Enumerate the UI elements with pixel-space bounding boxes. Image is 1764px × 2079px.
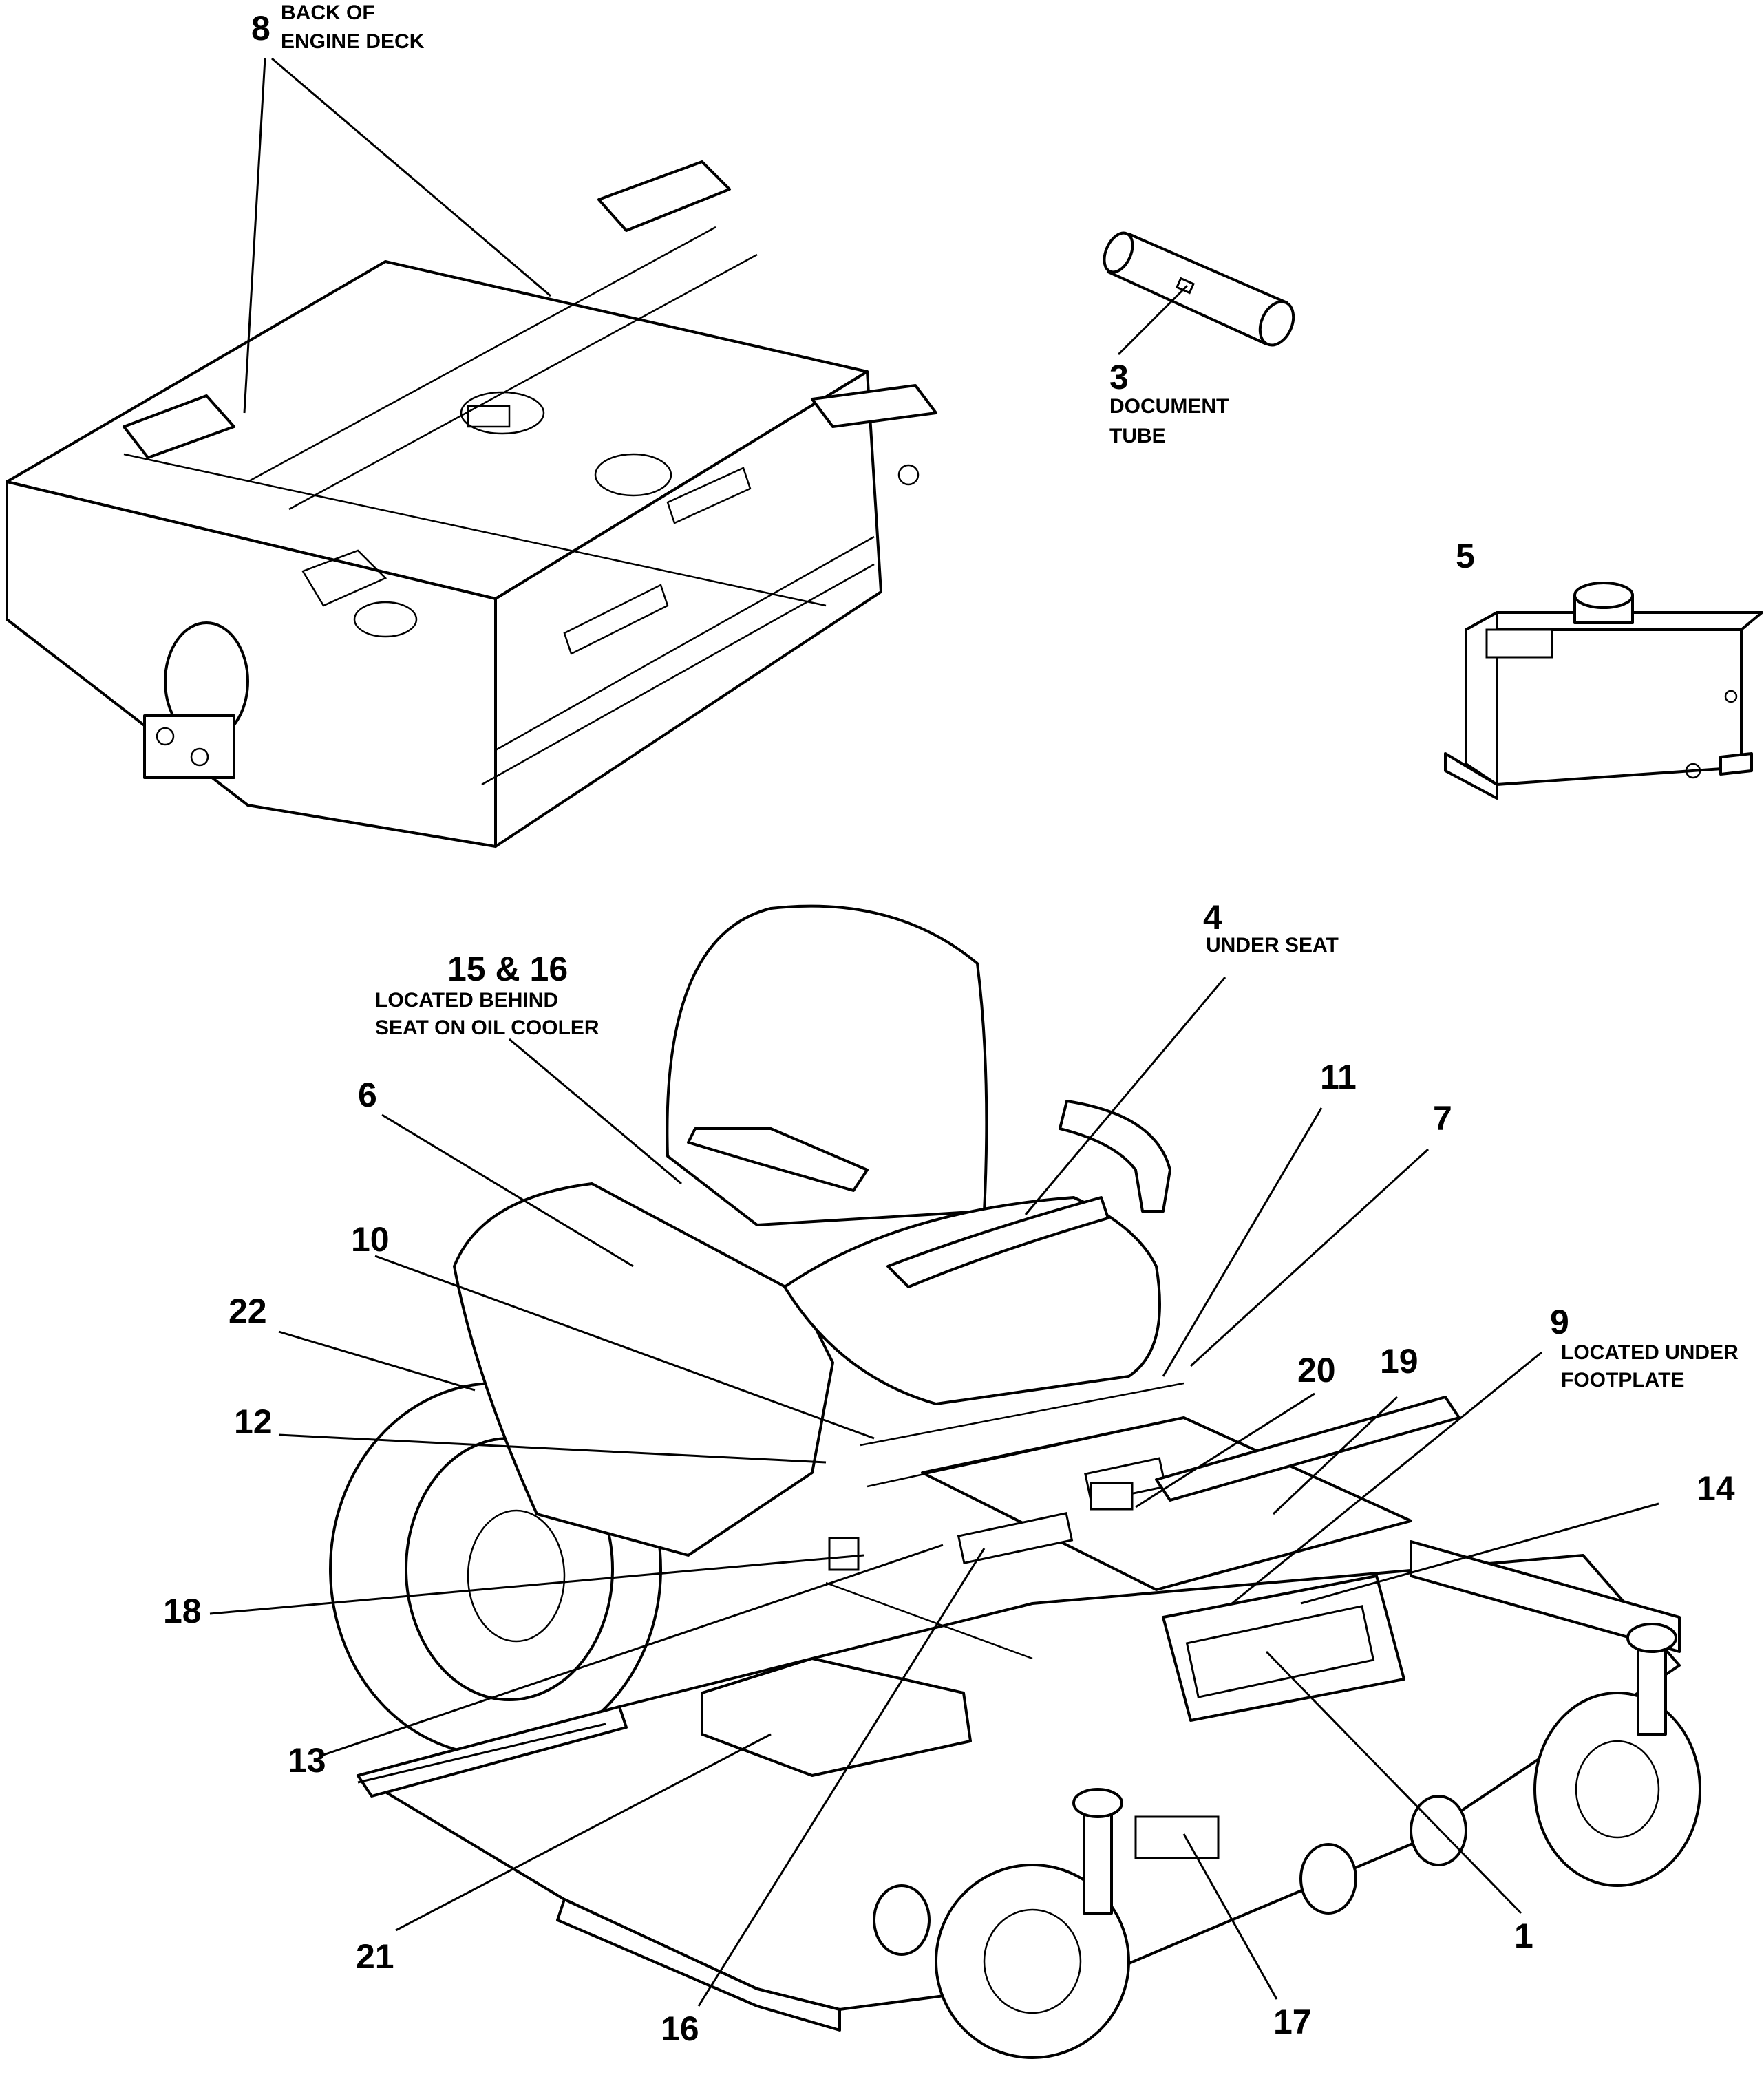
- callout-12-number: 12: [234, 1403, 273, 1441]
- callout-20: 20: [1297, 1351, 1336, 1389]
- callout-8-note-line2: ENGINE DECK: [281, 30, 425, 53]
- callout-15-16-number: 15 & 16: [447, 950, 568, 988]
- callout-8: 8 BACK OF ENGINE DECK: [251, 1, 425, 53]
- callout-8-note-line1: BACK OF: [281, 1, 375, 24]
- callout-4: 4 UNDER SEAT: [1203, 898, 1339, 957]
- callout-19: 19: [1380, 1342, 1418, 1380]
- callout-22-number: 22: [229, 1292, 267, 1330]
- callout-3: 3 DOCUMENT TUBE: [1109, 358, 1229, 447]
- callout-3-number: 3: [1109, 358, 1129, 396]
- callout-5: 5: [1456, 537, 1475, 575]
- callout-15-16-note-line2: SEAT ON OIL COOLER: [375, 1016, 599, 1039]
- callout-9: 9 LOCATED UNDER FOOTPLATE: [1550, 1303, 1739, 1392]
- callout-21: 21: [356, 1937, 394, 1976]
- callout-6: 6: [358, 1076, 377, 1114]
- callout-18-number: 18: [163, 1592, 202, 1630]
- callout-6-number: 6: [358, 1076, 377, 1114]
- callout-18: 18: [163, 1592, 202, 1630]
- callout-4-number: 4: [1203, 898, 1222, 937]
- oil-tank-illustration: [1444, 582, 1763, 800]
- engine-deck-frame-illustration: [6, 160, 937, 848]
- callout-13: 13: [288, 1741, 326, 1780]
- callout-9-note-line2: FOOTPLATE: [1561, 1369, 1684, 1392]
- callout-10-number: 10: [351, 1220, 390, 1259]
- callout-11-number: 11: [1320, 1058, 1357, 1096]
- callout-19-number: 19: [1380, 1342, 1418, 1380]
- callout-13-number: 13: [288, 1741, 326, 1780]
- callout-22: 22: [229, 1292, 267, 1330]
- callout-9-number: 9: [1550, 1303, 1569, 1341]
- callout-3-note-line1: DOCUMENT: [1109, 395, 1229, 418]
- callout-9-note-line1: LOCATED UNDER: [1561, 1341, 1739, 1364]
- callout-12: 12: [234, 1403, 273, 1441]
- callout-15-16: 15 & 16 LOCATED BEHIND SEAT ON OIL COOLE…: [375, 950, 599, 1039]
- callout-3-note-line2: TUBE: [1109, 425, 1166, 447]
- callout-20-number: 20: [1297, 1351, 1336, 1389]
- callout-1-number: 1: [1514, 1917, 1533, 1955]
- callout-14: 14: [1697, 1469, 1735, 1508]
- callout-14-number: 14: [1697, 1469, 1735, 1508]
- callout-17-number: 17: [1273, 2003, 1312, 2041]
- document-tube-illustration: [1103, 231, 1295, 347]
- callout-16: 16: [661, 2009, 699, 2048]
- callout-1: 1: [1514, 1917, 1533, 1955]
- leader-lines: [209, 57, 1659, 2007]
- callout-16-number: 16: [661, 2009, 699, 2048]
- callout-5-number: 5: [1456, 537, 1475, 575]
- callout-7: 7: [1433, 1099, 1452, 1138]
- callout-15-16-note-line1: LOCATED BEHIND: [375, 989, 558, 1012]
- callout-11: 11: [1320, 1058, 1357, 1096]
- callout-7-number: 7: [1433, 1099, 1452, 1138]
- callout-17: 17: [1273, 2003, 1312, 2041]
- callout-21-number: 21: [356, 1937, 394, 1976]
- callout-10: 10: [351, 1220, 390, 1259]
- callout-8-number: 8: [251, 9, 270, 47]
- callout-4-note-line1: UNDER SEAT: [1206, 934, 1339, 957]
